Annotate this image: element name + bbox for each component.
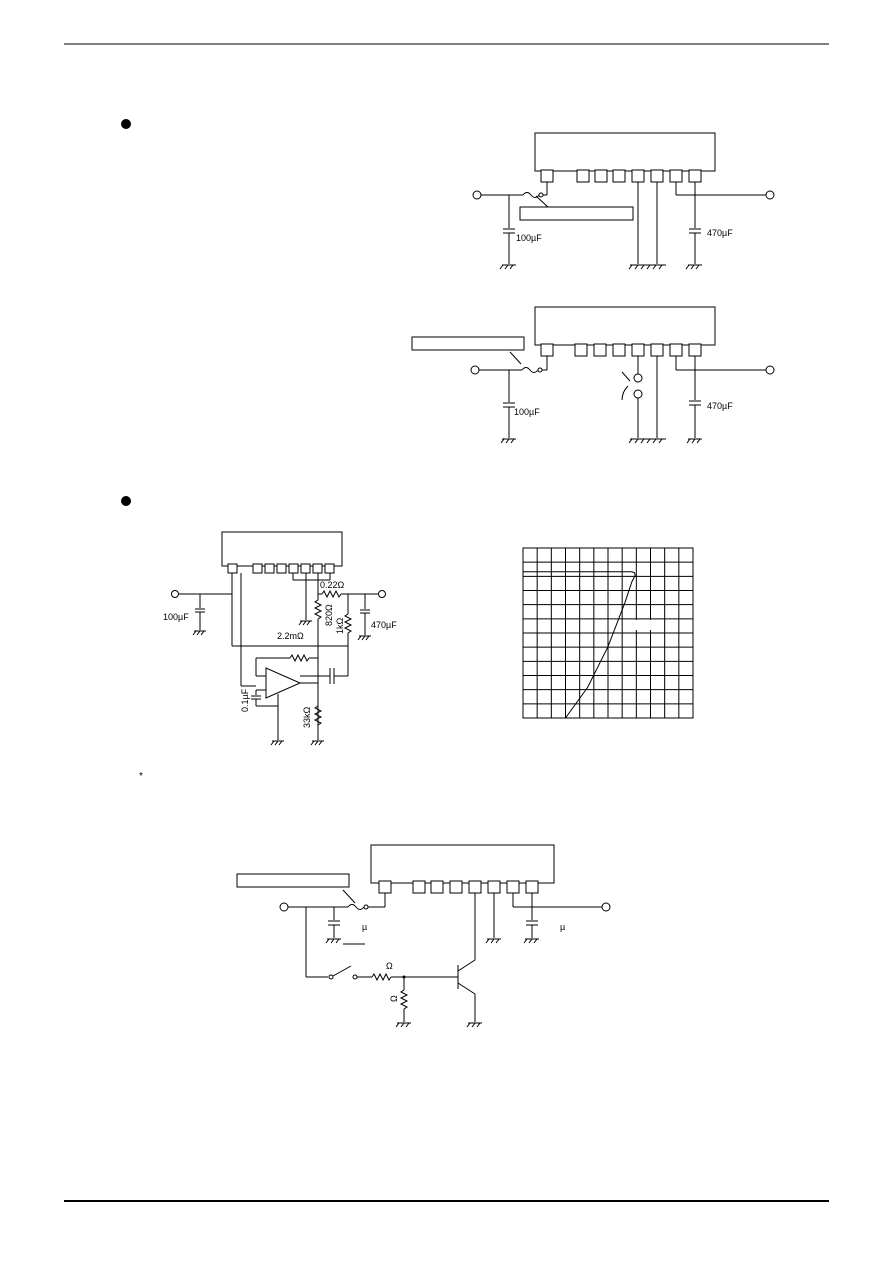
resistor-33k — [313, 705, 323, 726]
footnote-marker: * — [139, 771, 143, 782]
circuit-1: 100µF 470µF — [472, 132, 775, 270]
switch-contact — [328, 974, 334, 980]
ground-symbols — [325, 938, 539, 1028]
ic-pins — [227, 563, 335, 574]
resistor-feedback — [289, 653, 310, 663]
r-base-unit: Ω — [386, 961, 393, 971]
cap-in-label: 100µF — [163, 612, 189, 622]
label-box — [519, 206, 634, 221]
ic-package — [534, 306, 716, 346]
cap-in-unit: µ — [362, 922, 367, 932]
ground-symbols — [192, 620, 371, 746]
input-terminal — [472, 190, 482, 200]
section-bullet-2 — [121, 496, 131, 506]
switch-arrow — [621, 385, 629, 401]
r-feedback-label: 2.2mΩ — [277, 631, 304, 641]
ground-symbols — [500, 438, 702, 444]
resistor-820 — [313, 599, 323, 620]
ic-package — [370, 844, 555, 884]
ic-package — [221, 531, 343, 567]
switch-contact — [633, 389, 643, 399]
resistor-pulldown — [399, 989, 409, 1010]
chart-series-line — [523, 571, 636, 719]
ic-pins — [540, 343, 702, 357]
resistor-sense — [321, 589, 342, 599]
switch-arm — [332, 965, 352, 977]
resistor-1k — [343, 613, 353, 634]
ic-pins — [540, 169, 702, 183]
switch-arm — [621, 371, 631, 382]
output-terminal — [378, 590, 386, 598]
input-terminal — [279, 902, 289, 912]
r-820-label: 820Ω — [324, 604, 334, 626]
r-sense-label: 0.22Ω — [320, 580, 345, 590]
chart-annotation-box — [626, 620, 658, 630]
op-amp — [265, 667, 302, 699]
switch-contact — [633, 373, 643, 383]
ic-package — [534, 132, 716, 172]
cap-out-label: 470µF — [707, 401, 733, 411]
label-box — [411, 336, 525, 351]
circuit-4: µ Ω Ω µ — [236, 844, 611, 1028]
output-terminal — [601, 902, 611, 912]
chart — [522, 547, 694, 719]
r-1k-label: 1kΩ — [335, 617, 345, 634]
output-terminal — [765, 190, 775, 200]
ic-pins — [378, 880, 539, 894]
cap-out-unit: µ — [560, 922, 565, 932]
circuit-3: 100µF 0.22Ω 820Ω 1kΩ 470µF — [163, 531, 397, 746]
resistor-base — [371, 972, 392, 982]
switch-contact — [352, 974, 358, 980]
input-terminal — [171, 590, 179, 598]
circuit-2: 100µF 470µF — [411, 306, 775, 444]
fuse-symbol — [347, 904, 365, 910]
fuse-symbol — [521, 367, 539, 373]
section-bullet-1 — [121, 119, 131, 129]
cap-in-label: 100µF — [516, 233, 542, 243]
cap-01-label: 0.1µF — [240, 688, 250, 712]
cap-in-label: 100µF — [514, 407, 540, 417]
output-terminal — [765, 365, 775, 375]
r-pull-unit: Ω — [389, 995, 399, 1002]
chart-grid — [523, 548, 693, 718]
cap-out-label: 470µF — [707, 228, 733, 238]
r-33k-label: 33kΩ — [302, 706, 312, 728]
input-terminal — [470, 365, 480, 375]
cap-out-label: 470µF — [371, 620, 397, 630]
label-box — [236, 873, 350, 888]
ground-symbols — [499, 264, 702, 270]
